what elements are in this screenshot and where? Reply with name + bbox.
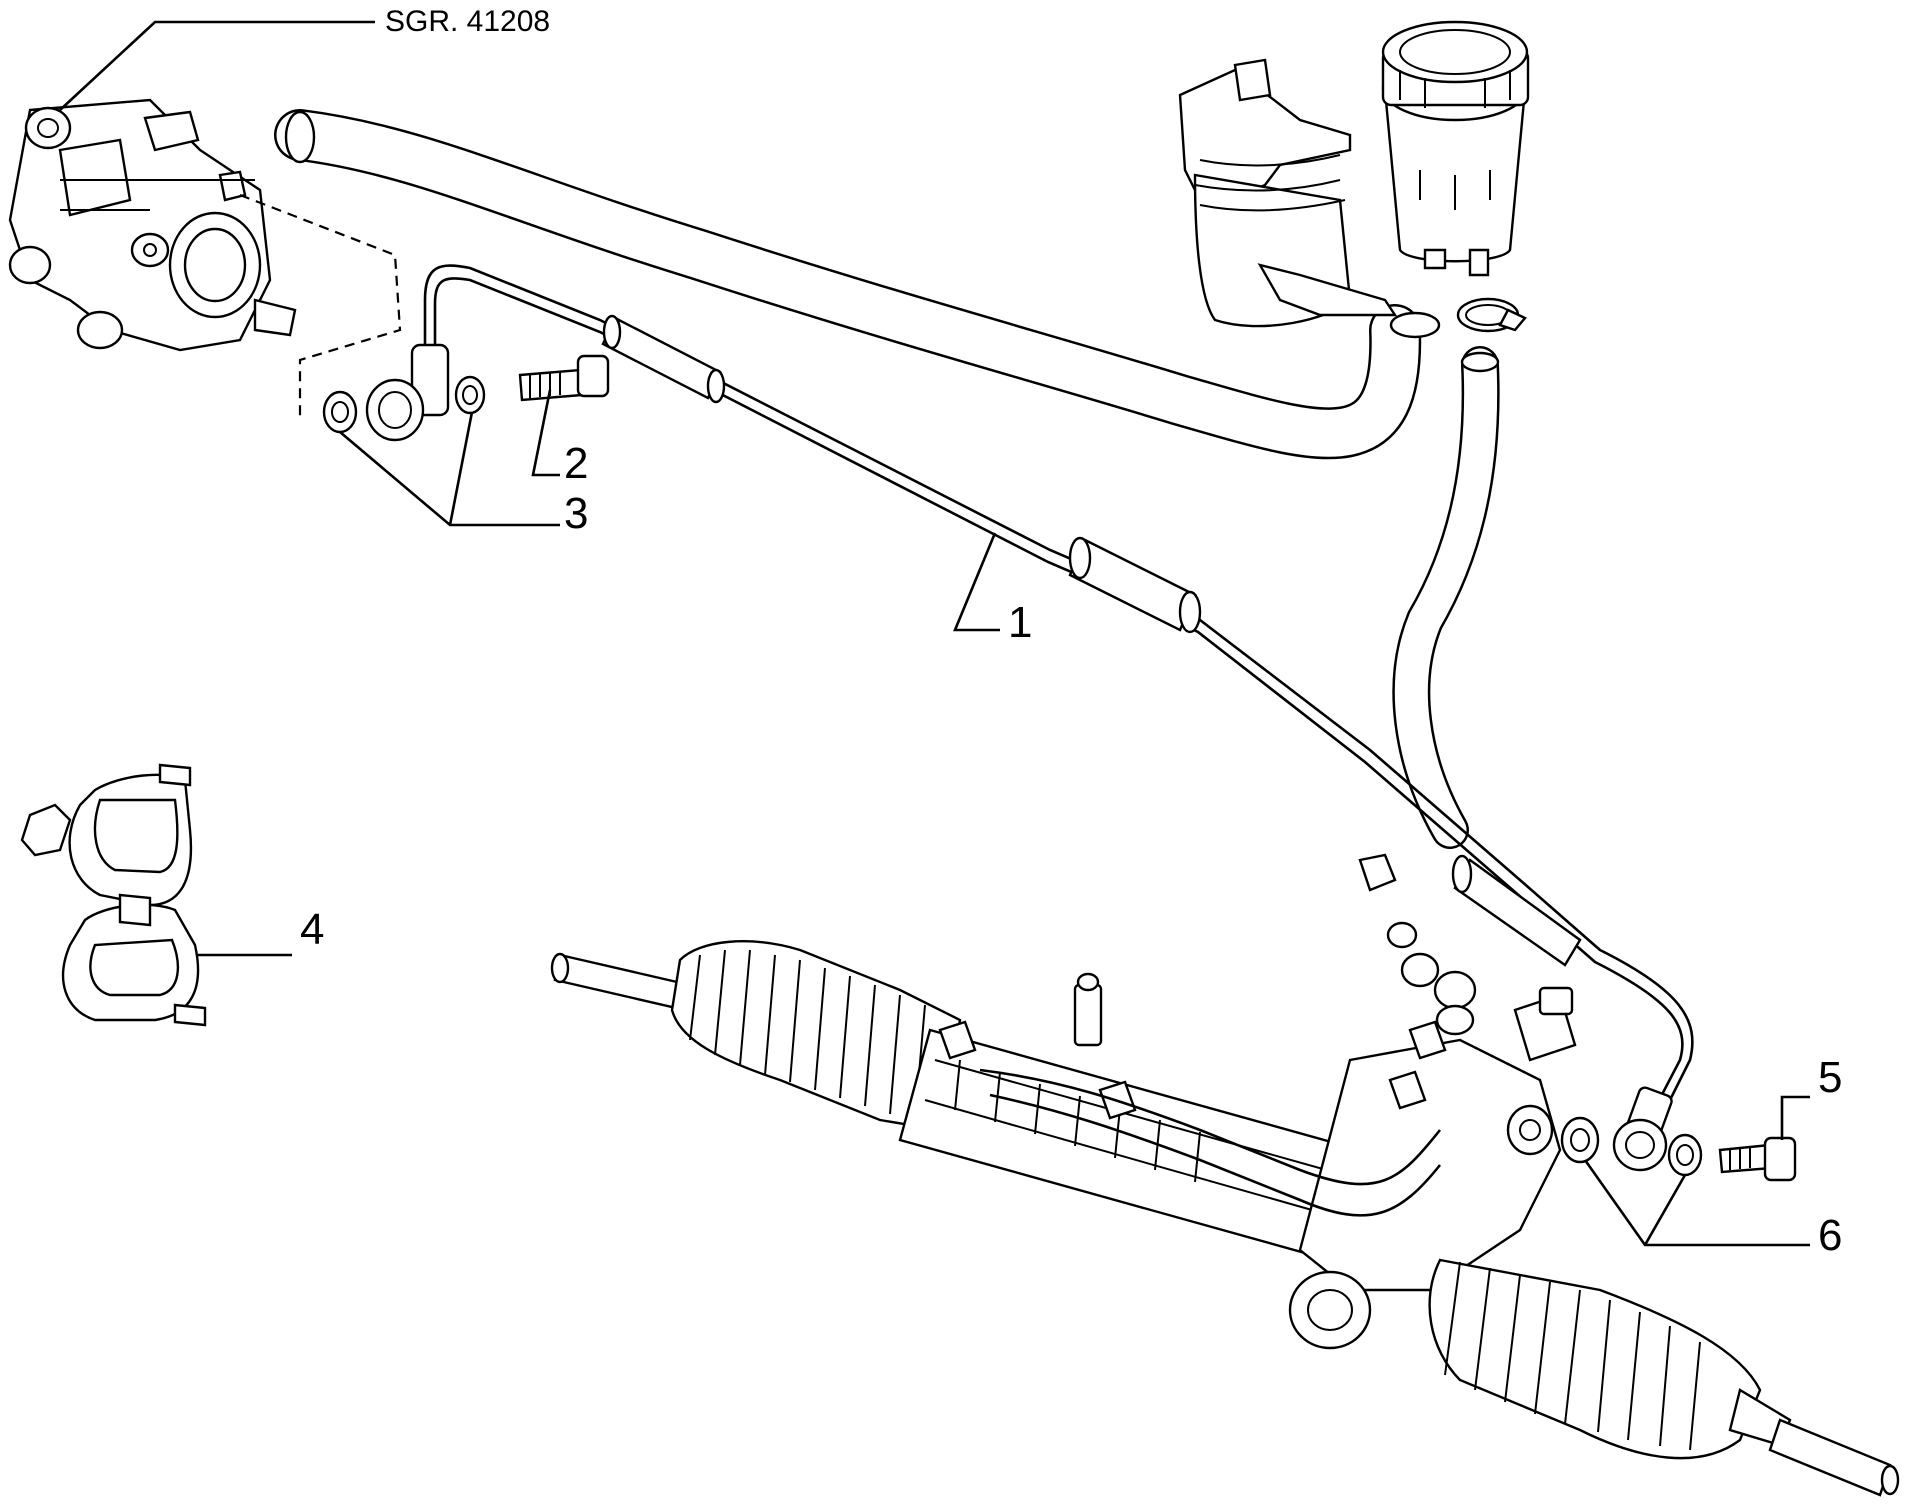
hose-clamp-bracket [20, 763, 207, 1027]
feed-hose [1392, 346, 1500, 849]
reservoir-bracket [1178, 58, 1398, 328]
callout-6: 6 [1818, 1211, 1842, 1260]
reference-label: SGR. 41208 [385, 5, 550, 38]
callout-4: 4 [300, 905, 324, 954]
power-steering-pump [8, 98, 297, 352]
hose-clamp [1456, 297, 1527, 333]
callout-leaders [198, 389, 1810, 1247]
return-hose [274, 109, 1441, 460]
callout-3: 3 [564, 489, 588, 538]
pump-washers-and-bolt [322, 354, 610, 434]
callout-2: 2 [564, 439, 588, 488]
pump-connection-outline [239, 193, 402, 420]
callout-1: 1 [1008, 598, 1032, 647]
feed-hose-fittings [1358, 853, 1477, 1036]
pressure-pipe [365, 264, 1694, 1172]
callout-5: 5 [1818, 1053, 1842, 1102]
steering-rack [550, 940, 1900, 1497]
rack-washers-and-bolt [1560, 1116, 1797, 1182]
reference-leader-line [59, 20, 375, 111]
fluid-reservoir [1381, 20, 1530, 277]
